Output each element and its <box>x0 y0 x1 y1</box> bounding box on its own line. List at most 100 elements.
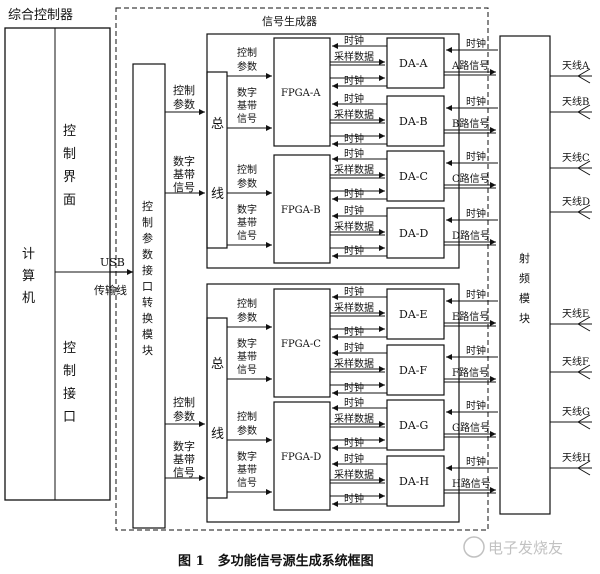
ctrl-param-label: 控制 <box>173 83 195 97</box>
channel-signal-label: B路信号 <box>452 117 489 130</box>
antenna-icon <box>577 316 592 332</box>
control-interface-char: 制 <box>63 147 76 162</box>
interface-module-char: 换 <box>142 311 153 325</box>
da-block <box>386 344 445 396</box>
digital-baseband-label: 数字 <box>237 450 257 463</box>
antenna-icon <box>577 104 592 120</box>
clock-label: 时钟 <box>344 204 364 217</box>
antenna-c: 天线C <box>550 151 592 176</box>
interface-module-char: 参 <box>142 231 153 245</box>
controller-box <box>4 27 111 501</box>
da-block <box>386 399 445 451</box>
antenna-icon <box>577 68 592 84</box>
computer-char: 计 <box>22 247 35 262</box>
rf-module-char: 模 <box>519 292 530 305</box>
da-label: DA-D <box>399 227 428 240</box>
fpga-label: FPGA-D <box>281 452 321 463</box>
interface-module-char: 制 <box>142 216 153 229</box>
antenna-label: 天线A <box>562 59 590 72</box>
ctrl-param-label: 参数 <box>237 60 257 73</box>
antenna-label: 天线H <box>562 451 591 464</box>
clock-label: 时钟 <box>344 244 364 257</box>
clock-label: 时钟 <box>344 92 364 105</box>
antenna-e: 天线E <box>550 307 592 332</box>
antenna-label: 天线G <box>562 405 590 418</box>
clock-label: 时钟 <box>344 74 364 87</box>
antenna-icon <box>577 364 592 380</box>
da-block <box>386 455 445 507</box>
rf-clock-label: 时钟 <box>466 344 486 357</box>
ctrl-param-label: 控制 <box>237 46 257 59</box>
fpga-block <box>273 37 331 147</box>
sample-data-label: 采样数据 <box>334 412 374 425</box>
rf-clock-label: 时钟 <box>466 150 486 163</box>
controller-title: 综合控制器 <box>8 8 73 23</box>
control-port-char: 接 <box>63 386 76 402</box>
ctrl-param-label: 控制 <box>237 410 257 423</box>
fpga-block <box>273 401 331 511</box>
da-block <box>386 95 445 147</box>
ctrl-param-label: 参数 <box>237 424 257 437</box>
antenna-label: 天线F <box>562 355 589 368</box>
channel-signal-label: A路信号 <box>451 59 489 72</box>
rf-clock-label: 时钟 <box>466 95 486 108</box>
signal-generator-label: 信号生成器 <box>262 14 317 28</box>
digital-baseband-label: 基带 <box>237 99 257 112</box>
digital-baseband-label: 信号 <box>237 364 257 376</box>
interface-module-char: 口 <box>142 280 153 293</box>
fpga-block <box>273 154 331 264</box>
rf-clock-label: 时钟 <box>466 455 486 468</box>
antenna-icon <box>577 460 592 476</box>
figure-caption: 图 1 多功能信号源生成系统框图 <box>178 553 374 569</box>
bus-bar <box>206 317 228 499</box>
ctrl-param-label: 参数 <box>237 177 257 190</box>
fpga-label: FPGA-C <box>281 339 321 350</box>
watermark-text: 电子发烧友 <box>488 539 563 557</box>
channel-groups: 总线控制参数数字基带信号FPGA-A控制参数数字基带信号FPGA-B控制参数数字… <box>165 33 498 523</box>
da-label: DA-G <box>399 419 428 432</box>
rf-module-char: 射 <box>519 251 530 265</box>
bus-label-bottom: 线 <box>211 427 224 442</box>
digital-baseband-label: 基带 <box>173 168 195 181</box>
da-label: DA-C <box>399 170 428 183</box>
ctrl-param-label: 参数 <box>237 311 257 324</box>
rf-clock-label: 时钟 <box>466 288 486 301</box>
antenna-b: 天线B <box>550 95 592 120</box>
clock-label: 时钟 <box>344 147 364 160</box>
control-interface-char: 界 <box>63 170 76 185</box>
interface-module-char: 块 <box>142 344 153 357</box>
ctrl-param-label: 控制 <box>173 395 195 409</box>
digital-baseband-label: 信号 <box>173 466 195 479</box>
clock-label: 时钟 <box>344 381 364 394</box>
bus-bar <box>206 71 228 249</box>
signal-generator-outline <box>115 7 489 531</box>
clock-label: 时钟 <box>344 452 364 465</box>
interface-module-char: 转 <box>142 295 153 309</box>
clock-label: 时钟 <box>344 325 364 338</box>
fpga-label: FPGA-B <box>281 205 321 216</box>
rf-module-char: 块 <box>519 312 530 325</box>
digital-baseband-label: 信号 <box>237 230 257 242</box>
da-label: DA-B <box>399 115 428 128</box>
clock-label: 时钟 <box>344 187 364 200</box>
digital-baseband-label: 数字 <box>173 439 195 453</box>
da-block <box>386 37 445 89</box>
rf-module <box>499 35 551 515</box>
fpga-label: FPGA-A <box>281 88 321 99</box>
antenna-label: 天线D <box>562 195 590 208</box>
digital-baseband-label: 数字 <box>173 154 195 168</box>
ctrl-param-label: 控制 <box>237 163 257 176</box>
da-block <box>386 150 445 202</box>
sample-data-label: 采样数据 <box>334 468 374 481</box>
da-block <box>386 207 445 259</box>
computer-char: 机 <box>22 291 35 306</box>
watermark: 电子发烧友 <box>463 536 563 558</box>
interface-conversion-module <box>132 63 166 529</box>
clock-label: 时钟 <box>344 492 364 505</box>
antenna-icon <box>577 414 592 430</box>
ctrl-param-label: 控制 <box>237 297 257 310</box>
channel-group-1: 总线控制参数数字基带信号FPGA-A控制参数数字基带信号FPGA-B控制参数数字… <box>165 33 498 269</box>
